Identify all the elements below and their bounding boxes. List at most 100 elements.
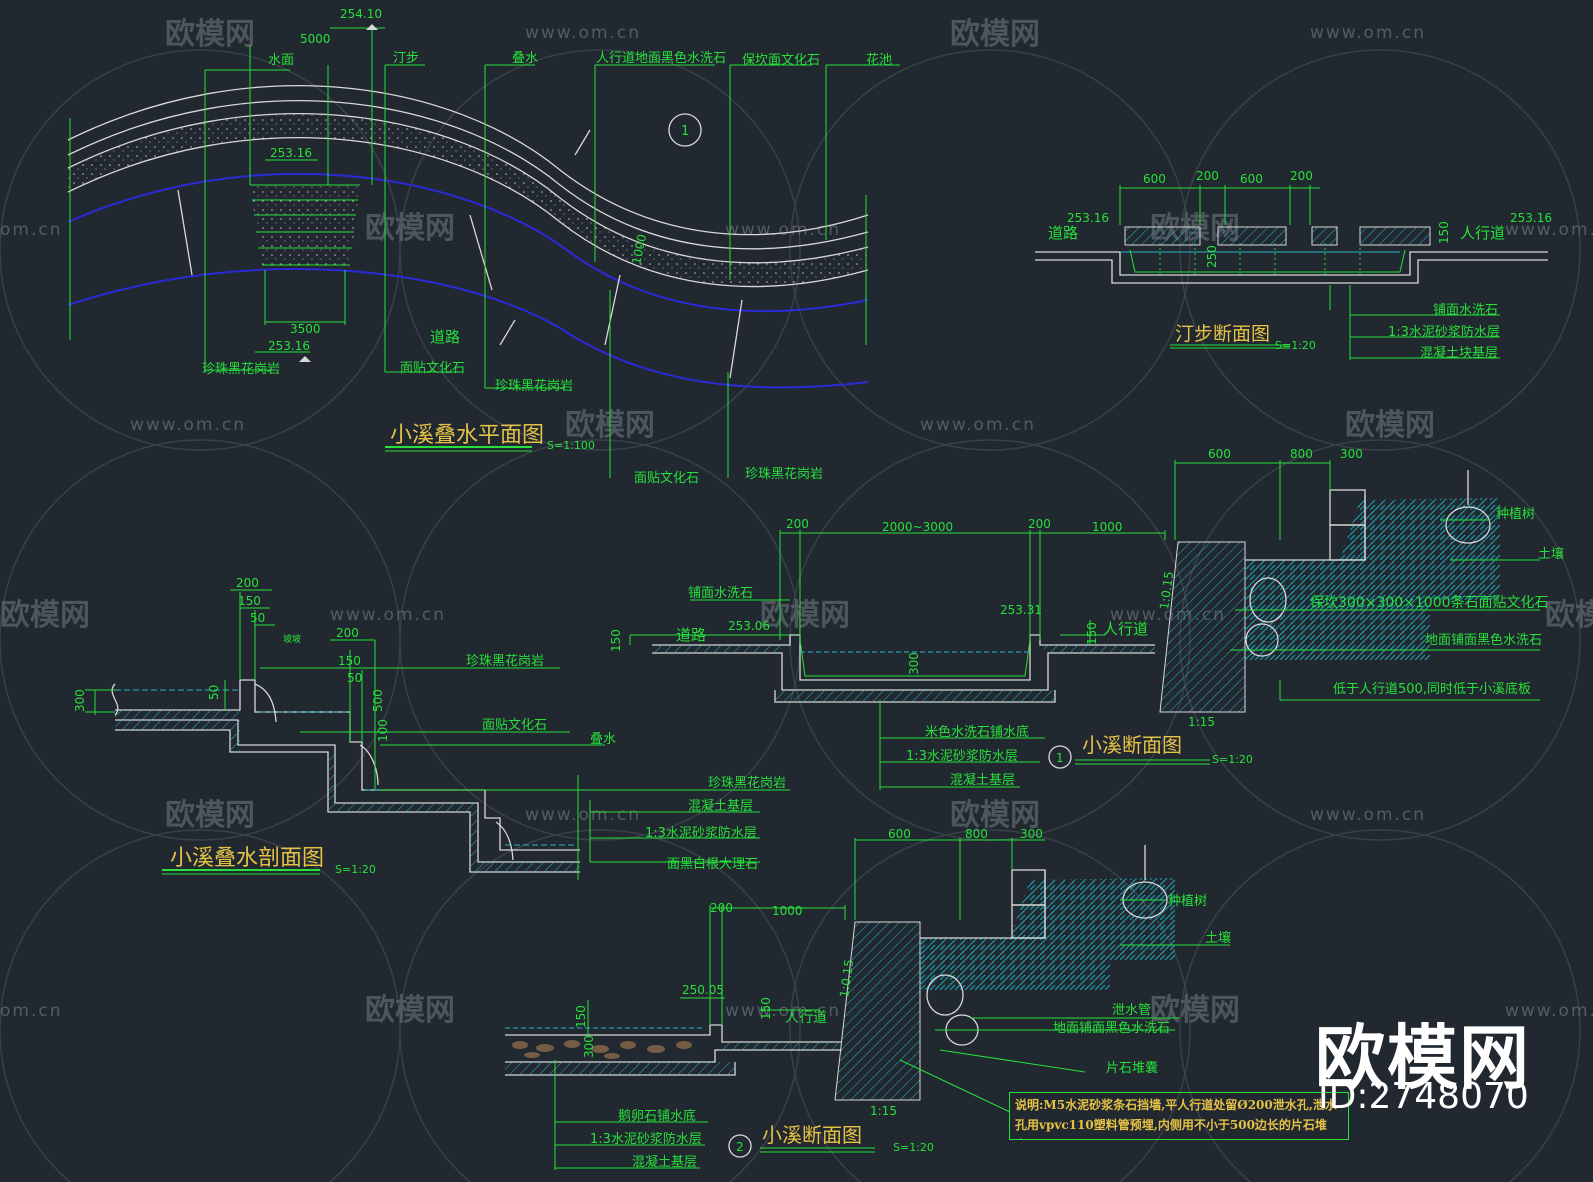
- stepping-elevation: 253.16: [1510, 211, 1552, 225]
- cascade-dimension: 150: [338, 654, 361, 668]
- brand-logo: 欧模网: [1315, 1017, 1531, 1099]
- cascade-label: 混凝土基层: [688, 798, 753, 814]
- cascade-dimension: 100: [376, 719, 390, 742]
- cascade-dimension: 300: [73, 689, 87, 712]
- stream1-title: 小溪断面图: [1082, 733, 1182, 757]
- cascade-label: 珍珠黑花岗岩: [466, 653, 544, 669]
- plan-stone-band: [68, 113, 868, 287]
- plan-label: 花池: [866, 52, 892, 68]
- cascade-dimension: 150: [238, 594, 261, 608]
- plan-label: 珍珠黑花岗岩: [745, 466, 823, 482]
- stream2-dimension: 300: [1020, 827, 1043, 841]
- plan-title: 小溪叠水平面图: [390, 423, 544, 448]
- plan-elevation: 253.16: [270, 146, 312, 160]
- stream2-dimension: 600: [888, 827, 911, 841]
- stream1-label: 种植树: [1496, 507, 1535, 522]
- stream2-label: 种植树: [1168, 894, 1207, 909]
- stepping-dimension: 200: [1196, 169, 1219, 183]
- stream1-soil: [1245, 498, 1500, 660]
- watermark-url: www.om.cn: [525, 23, 641, 43]
- watermark-url: om.cn: [0, 1001, 63, 1021]
- stepping-stone: [1124, 226, 1201, 246]
- watermark-url: www.om.cn: [725, 220, 841, 240]
- stream1-callout-number: 1: [1056, 751, 1064, 765]
- plan-texts: 254.10 5000 253.16 3500 253.16 1000 水面 汀…: [202, 7, 892, 486]
- stream1-label: 道路: [676, 626, 706, 644]
- watermark-brand: 欧模网: [1545, 598, 1593, 633]
- stream2-pebbles: [512, 1040, 692, 1059]
- cascade-dimension: 50: [250, 611, 265, 625]
- plan-label: 人行道地面黑色水洗石: [596, 50, 726, 66]
- plan-water-edge: [67, 268, 869, 389]
- stream1-dimension: 200: [786, 517, 809, 531]
- plan-label: 珍珠黑花岗岩: [202, 361, 280, 377]
- stream1-rubble-stone: [1249, 577, 1287, 623]
- cascade-label: 1:3水泥砂浆防水层: [645, 825, 757, 841]
- stream1-dimension: 1000: [1092, 520, 1123, 534]
- plan-label: 水面: [268, 53, 294, 68]
- plan-edge-line: [67, 85, 869, 236]
- stepping-stone: [1217, 226, 1287, 246]
- plan-edge-line: [67, 137, 869, 288]
- stream1-scale: S=1:20: [1212, 753, 1253, 766]
- stream2-label: 地面铺面黑色水洗石: [1053, 1020, 1170, 1036]
- stream1-slope: 1:0.15: [1157, 570, 1176, 610]
- stepping-stone: [1311, 226, 1338, 246]
- plan-label: 汀步: [393, 51, 419, 66]
- watermark-url: www.om.cn: [920, 415, 1036, 435]
- stream2-dimension: 800: [965, 827, 988, 841]
- plan-dimension: 1000: [629, 233, 649, 266]
- stream1-elevation: 253.06: [728, 619, 770, 633]
- stream1-dimension: 800: [1290, 447, 1313, 461]
- stream2-dimension: 150: [759, 997, 773, 1020]
- cascade-section-drawing: [85, 589, 790, 880]
- watermark-layer: [0, 49, 1581, 1182]
- stream1-label: 地面铺面黑色水洗石: [1425, 632, 1542, 648]
- stepping-elevation: 253.16: [1067, 211, 1109, 225]
- plan-stepping-stones: [250, 185, 360, 265]
- stream2-elevation: 250.05: [682, 983, 724, 997]
- plan-joint-lines: [177, 129, 743, 379]
- stepping-dimension: 200: [1290, 169, 1313, 183]
- plan-callout-number: 1: [681, 124, 689, 139]
- plan-dimension: 5000: [300, 32, 331, 46]
- stepping-dimension: 600: [1240, 172, 1263, 186]
- stepping-ground-line: [1035, 251, 1548, 276]
- plan-scale: S=1:100: [547, 439, 595, 452]
- stream1-dimension: 2000~3000: [882, 520, 953, 534]
- plan-label: 面贴文化石: [400, 361, 465, 376]
- stream1-dimension: 150: [1085, 622, 1099, 645]
- stepping-label: 混凝土块基层: [1420, 345, 1498, 361]
- stream2-slope: 1:15: [870, 1104, 897, 1118]
- watermark-url: www.om.cn: [525, 805, 641, 825]
- stepping-title: 汀步断面图: [1175, 323, 1270, 345]
- stream1-label: 米色水洗石铺水底: [925, 724, 1029, 740]
- watermark-url: www.om.cn: [1505, 1001, 1593, 1021]
- stream1-label: 土壤: [1538, 546, 1564, 562]
- watermark-brand: 欧模网: [0, 598, 90, 633]
- stream-section-1-drawing: [629, 460, 1540, 790]
- stream1-label: 保坎300×300×1000条石面贴文化石: [1310, 594, 1549, 611]
- stepping-label: 铺面水洗石: [1433, 303, 1498, 318]
- plan-leaders: [69, 27, 900, 478]
- watermark-url: www.om.cn: [130, 415, 246, 435]
- stream1-slope: 1:15: [1188, 715, 1215, 729]
- stream2-label: 人行道: [785, 1010, 827, 1026]
- stream1-dimension: 200: [1028, 517, 1051, 531]
- stream1-elevation: 253.31: [1000, 603, 1042, 617]
- stepping-texts: 600 200 600 200 253.16 253.16 150 250 道路…: [1048, 169, 1552, 361]
- stepping-label: 道路: [1048, 224, 1078, 242]
- watermark-brand: 欧模网: [365, 993, 455, 1028]
- plan-edge-line: [67, 100, 869, 250]
- cascade-dimension: 50: [207, 685, 221, 700]
- plan-section-callout: [668, 113, 702, 147]
- stream2-dimension: 200: [710, 901, 733, 915]
- stream-section-1-texts: 200 2000~3000 200 1000 600 800 300 253.3…: [609, 447, 1564, 788]
- stream-section-2-drawing: [505, 838, 1230, 1170]
- plan-label: 道路: [430, 328, 460, 346]
- stream1-label: 低于人行道500,同时低于小溪底板: [1333, 681, 1531, 697]
- watermark-brand: 欧模网: [165, 798, 255, 833]
- plan-label: 保坎面文化石: [742, 53, 820, 68]
- stepping-dimension: 600: [1143, 172, 1166, 186]
